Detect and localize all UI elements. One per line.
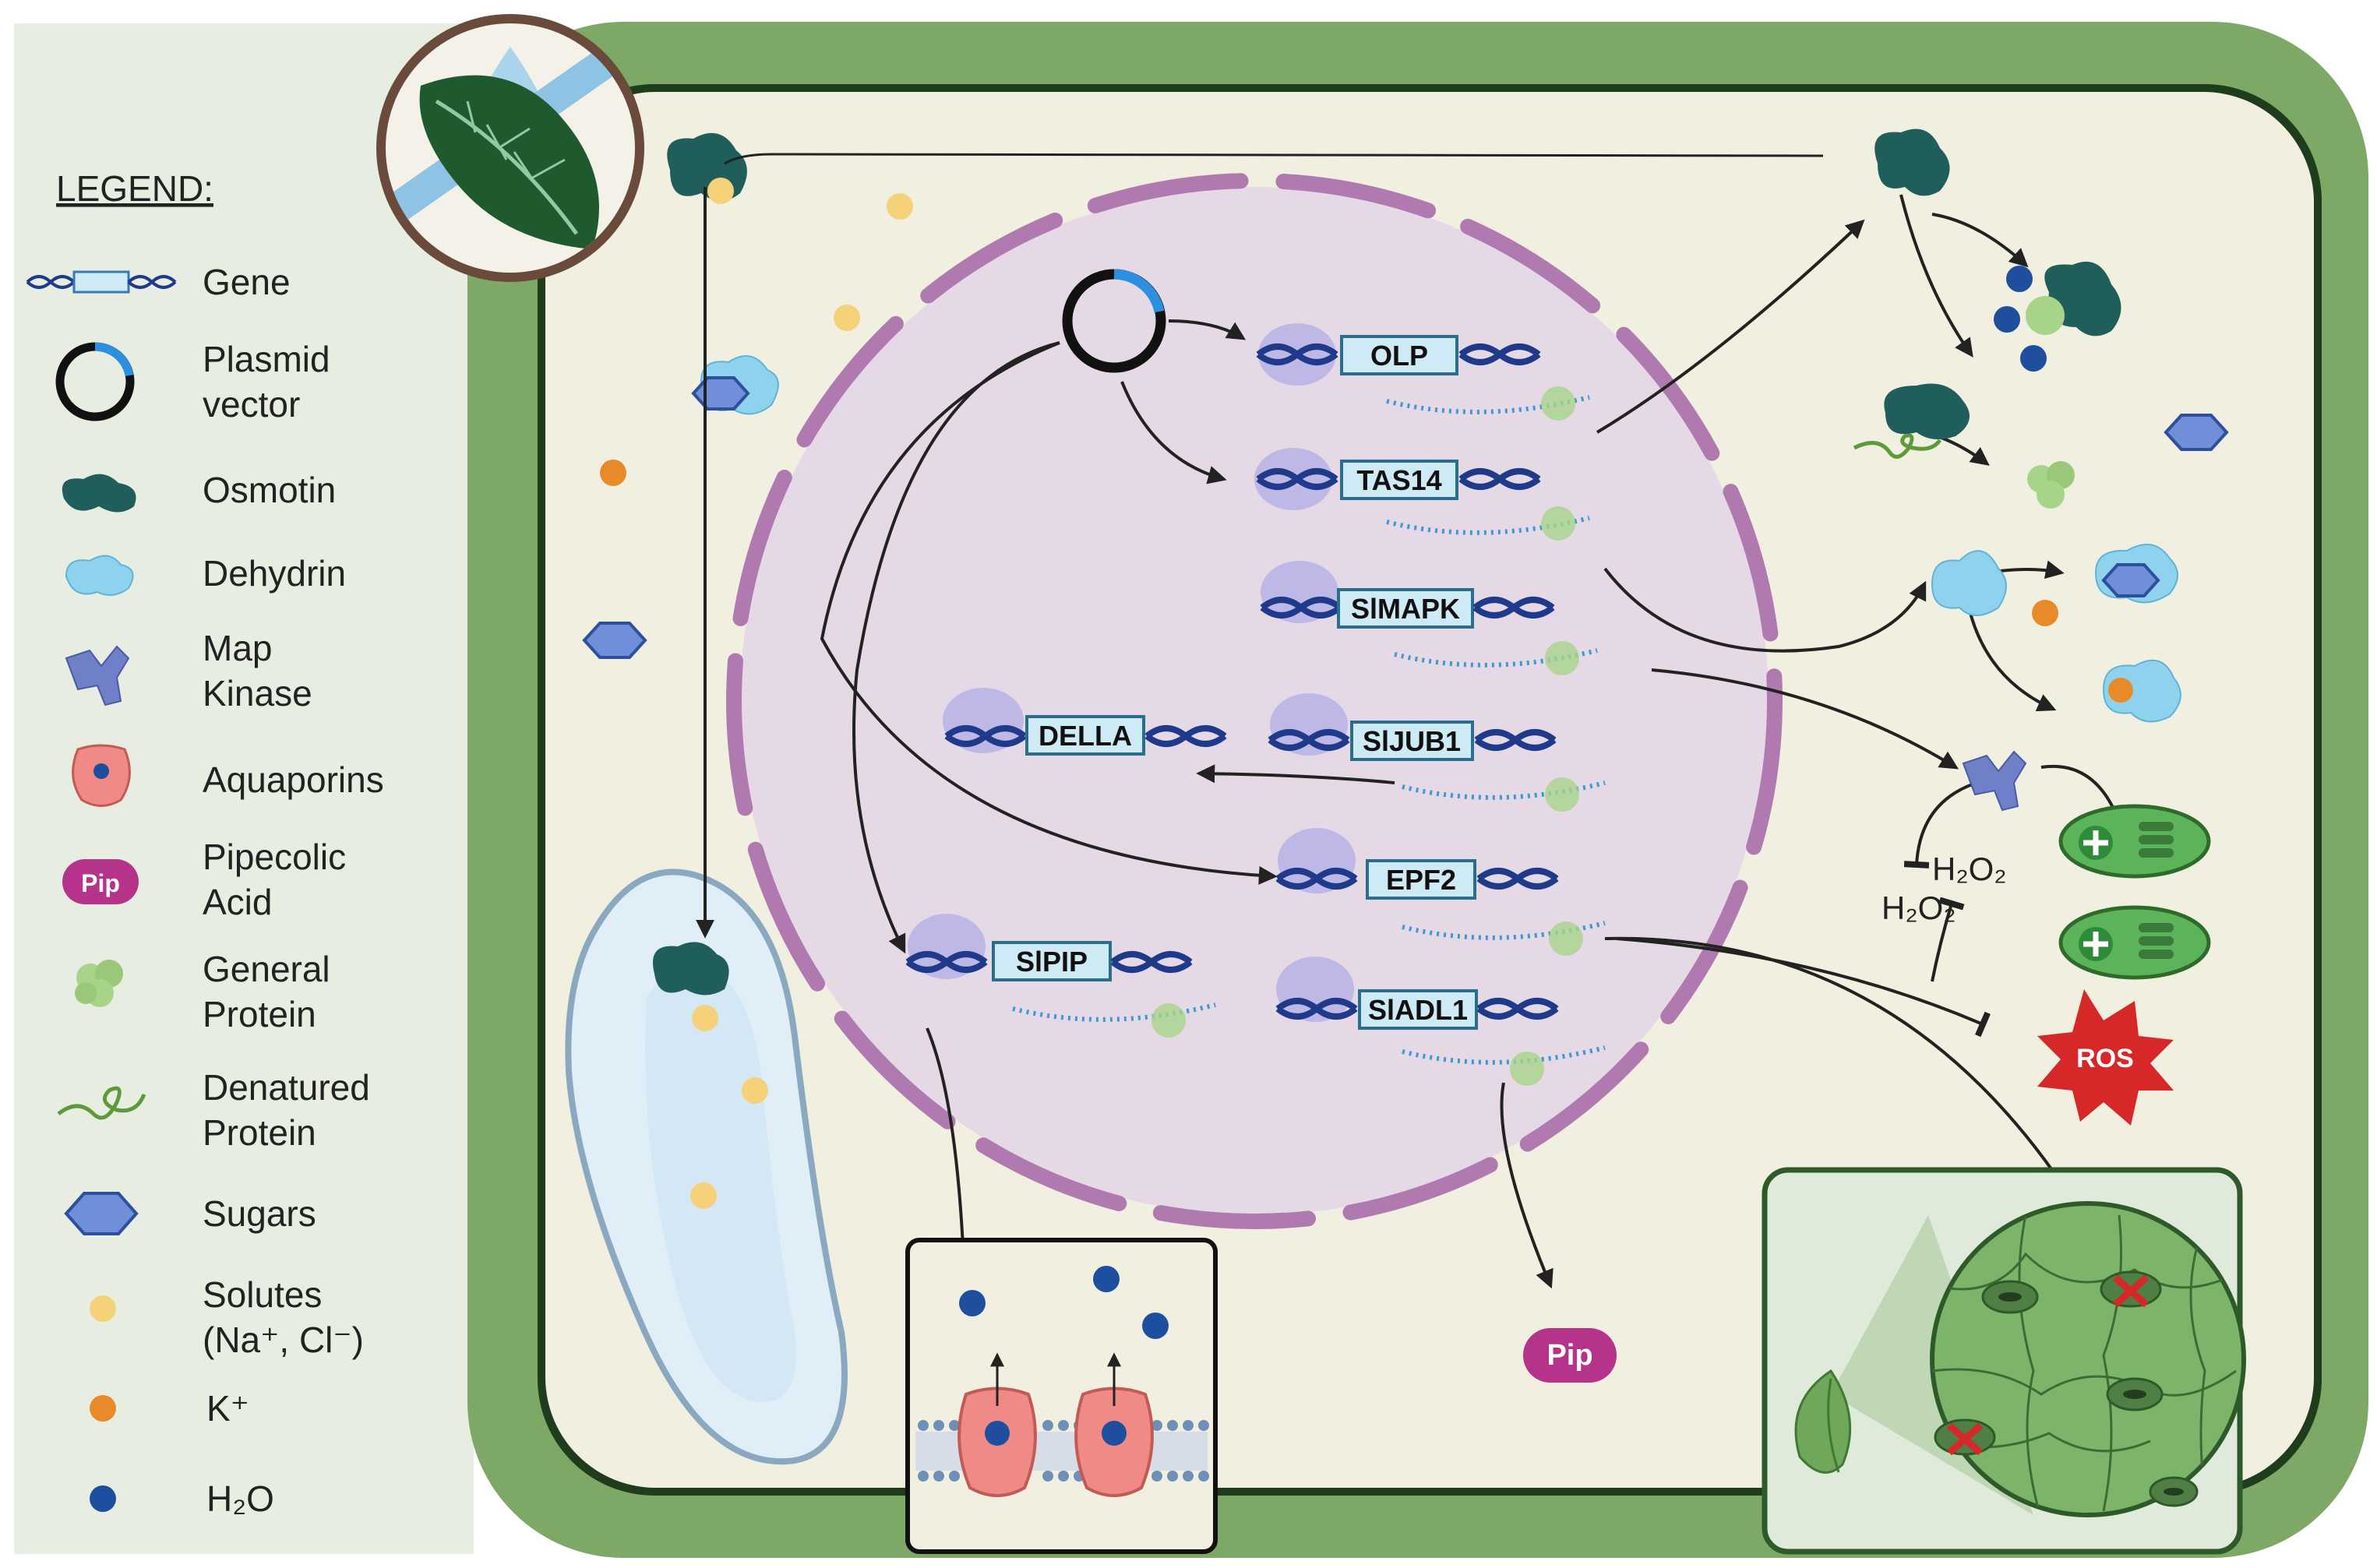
legend-label-map-1: Map xyxy=(203,628,272,668)
gene-label-della: DELLA xyxy=(1039,720,1132,752)
stoma-closed-1 xyxy=(2100,1270,2162,1308)
gene-label-olp: OLP xyxy=(1370,340,1428,372)
water-inset-3 xyxy=(1142,1313,1169,1339)
ros-burst: ROS xyxy=(2037,989,2174,1126)
solute-in-vacuole-3 xyxy=(690,1182,717,1209)
vacuole xyxy=(565,869,848,1465)
gene-label-tas14: TAS14 xyxy=(1356,464,1441,496)
gene-olp: OLP xyxy=(1256,323,1590,421)
legend-label-osmotin: Osmotin xyxy=(203,470,336,510)
inhibition-h2o2-ros xyxy=(1931,897,1965,982)
solute-in-vacuole-2 xyxy=(742,1077,768,1104)
drought-leaf-badge xyxy=(376,14,644,282)
solute-icon xyxy=(90,1295,116,1322)
h2o2-label-2: H₂O₂ xyxy=(1932,851,2007,887)
potassium-cyto xyxy=(600,460,626,486)
line-membrane-top xyxy=(724,153,1824,165)
nucleus xyxy=(726,173,1783,1229)
denatured-protein-icon xyxy=(57,1086,146,1120)
chloroplast-1 xyxy=(2058,804,2211,879)
osmotin-right-1 xyxy=(1874,129,1950,196)
legend-label-solutes-1: Solutes xyxy=(203,1274,322,1315)
h2o2-label-1: H₂O₂ xyxy=(1881,890,1956,926)
gene-slmapk: SlMAPK xyxy=(1260,561,1598,675)
aquaporin-inset xyxy=(905,1238,1218,1554)
potassium-right xyxy=(2032,600,2058,626)
gene-sladl1: SlADL1 xyxy=(1275,957,1606,1086)
stoma-closed-2 xyxy=(1934,1418,1996,1456)
pip-legend-label: Pip xyxy=(81,869,120,897)
legend-label-protein-2: Protein xyxy=(203,994,316,1034)
legend-label-pip-2: Acid xyxy=(203,882,272,922)
water-inset-1 xyxy=(959,1290,986,1316)
gene-icon xyxy=(26,270,177,294)
chloroplast-2 xyxy=(2058,905,2211,980)
osmotin-denatured-complex xyxy=(1853,383,1970,459)
osmotin-protein-complex xyxy=(1994,261,2121,372)
legend-label-gene: Gene xyxy=(203,262,291,302)
legend-label-denatured-2: Protein xyxy=(203,1112,316,1153)
pipecolic-acid-icon: Pip xyxy=(62,859,139,904)
sugar-right xyxy=(2164,414,2229,451)
pipecolic-acid: Pip xyxy=(1523,1328,1617,1383)
gene-tas14: TAS14 xyxy=(1254,448,1590,541)
legend-label-water: H₂O xyxy=(206,1478,274,1519)
stoma-1 xyxy=(1981,1280,2039,1314)
osmotin-in-vacuole xyxy=(653,942,729,995)
legend-label-solutes-2: (Na⁺, Cl⁻) xyxy=(203,1320,364,1360)
legend-panel: LEGEND: Pip xyxy=(14,23,474,1554)
osmotin-icon xyxy=(62,474,136,513)
small-leaf-icon xyxy=(1794,1369,1852,1474)
legend-label-sugars: Sugars xyxy=(203,1193,316,1234)
legend-title: LEGEND: xyxy=(56,168,213,209)
stoma-3 xyxy=(2149,1476,2199,1507)
legend-label-dehydrin: Dehydrin xyxy=(203,553,346,594)
solute-cyto-1 xyxy=(707,178,734,204)
plasmid-arrows xyxy=(820,319,1395,954)
legend-label-plasmid-2: vector xyxy=(203,384,300,425)
ros-label: ROS xyxy=(2076,1044,2134,1073)
gene-label-epf2: EPF2 xyxy=(1386,864,1456,896)
plasmid-vector-icon xyxy=(55,342,135,421)
gene-label-sladl1: SlADL1 xyxy=(1368,994,1468,1026)
dehydrin-potassium-right xyxy=(2102,659,2181,723)
general-protein-icon xyxy=(75,960,123,1007)
water-icon xyxy=(90,1485,116,1512)
gene-label-slmapk: SlMAPK xyxy=(1351,593,1460,625)
gene-epf2: EPF2 xyxy=(1275,828,1606,956)
aquaporin-icon xyxy=(72,744,131,807)
gene-label-sljub1: SlJUB1 xyxy=(1363,725,1461,757)
general-protein-refolded xyxy=(2027,461,2075,509)
dehydrin-sugar-complex xyxy=(691,355,779,415)
stomata-inset xyxy=(1762,1167,2246,1555)
legend-label-potassium: K⁺ xyxy=(206,1388,249,1429)
sugar-icon xyxy=(64,1192,139,1235)
sugar-cyto-1 xyxy=(582,622,647,659)
legend-label-protein-1: General xyxy=(203,949,330,989)
legend-label-pip-1: Pipecolic xyxy=(203,837,346,877)
potassium-icon xyxy=(90,1395,116,1422)
gene-sljub1: SlJUB1 xyxy=(1268,693,1606,812)
dehydrin-icon xyxy=(65,555,134,596)
solute-in-vacuole-1 xyxy=(692,1005,718,1031)
solute-cyto-2 xyxy=(887,193,913,220)
water-inset-2 xyxy=(1093,1266,1120,1292)
gene-label-slpip: SlPIP xyxy=(1016,946,1088,978)
gene-della: DELLA xyxy=(943,688,1227,756)
gene-slpip: SlPIP xyxy=(905,914,1216,1038)
legend-label-aquaporins: Aquaporins xyxy=(203,759,384,800)
legend-label-plasmid-1: Plasmid xyxy=(203,339,330,379)
pip-label: Pip xyxy=(1546,1339,1592,1372)
map-kinase-icon xyxy=(65,645,130,706)
map-kinase-right xyxy=(1962,750,2027,812)
legend-label-denatured-1: Denatured xyxy=(203,1067,370,1108)
dehydrin-right-1 xyxy=(1931,550,2007,616)
plasmid-vector xyxy=(1062,269,1166,373)
solute-cyto-3 xyxy=(834,305,860,331)
stoma-2 xyxy=(2106,1377,2164,1411)
dehydrin-sugar-right xyxy=(2094,544,2178,604)
legend-label-map-2: Kinase xyxy=(203,673,312,714)
